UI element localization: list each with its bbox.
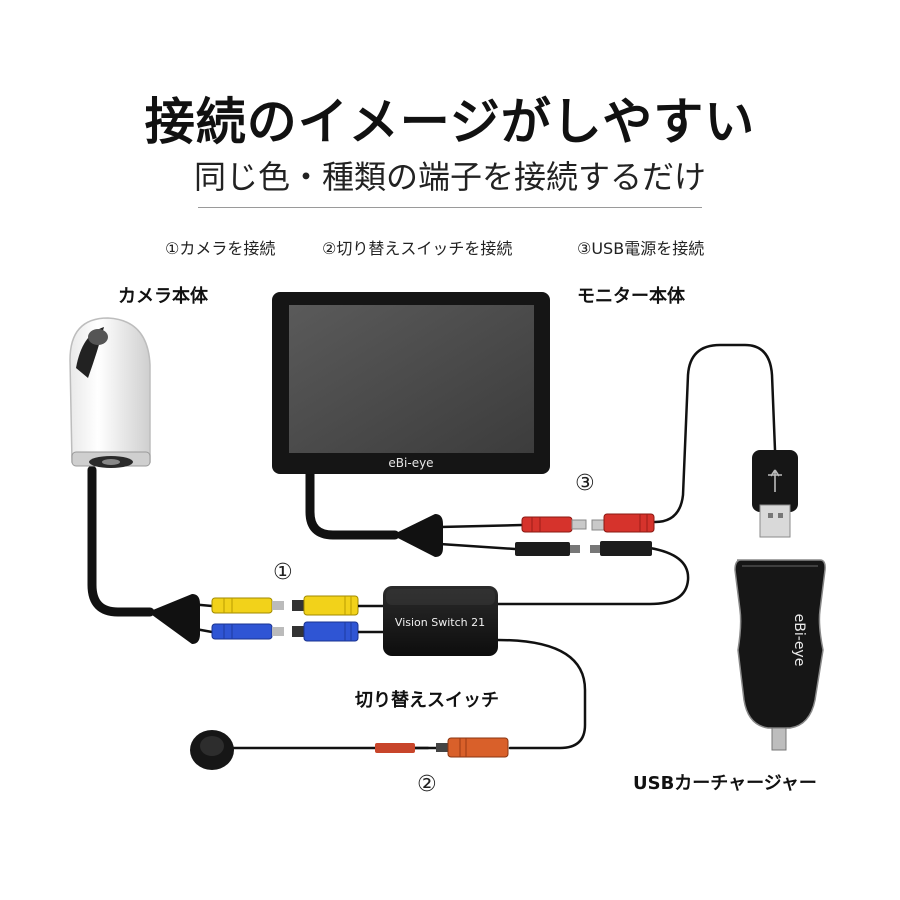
divider <box>198 207 702 208</box>
orange-plug <box>436 737 509 758</box>
usb-charger-label: USBカーチャージャー <box>633 773 817 794</box>
switch-monitor-cable <box>496 546 690 606</box>
camera-splitter <box>148 594 200 644</box>
monitor-cable <box>305 465 400 540</box>
switch-label: 切り替えスイッチ <box>355 690 499 711</box>
camera-blue-lead <box>188 626 214 634</box>
button-small-plug <box>375 743 415 753</box>
monitor-black-lead <box>438 542 517 551</box>
step-3-label: ③USB電源を接続 <box>577 239 705 258</box>
switch-button-cable <box>496 638 587 750</box>
marker-2: ② <box>417 772 437 797</box>
red-plug-monitor <box>521 516 587 533</box>
red-plug-usb <box>591 513 655 533</box>
page-title: 接続のイメージがしやすい <box>144 93 756 151</box>
page-subtitle: 同じ色・種類の端子を接続するだけ <box>193 158 706 196</box>
step-2-label: ②切り替えスイッチを接続 <box>322 239 513 258</box>
blue-plug-switch <box>292 621 384 642</box>
marker-1: ① <box>273 560 293 585</box>
monitor-splitter <box>392 514 443 557</box>
camera-label: カメラ本体 <box>118 286 208 307</box>
charger-brand-text: eBi-eye <box>791 614 807 667</box>
camera-body <box>69 317 151 468</box>
usb-power-cable <box>653 343 777 524</box>
monitor-label: モニター本体 <box>577 286 685 307</box>
black-plug-monitor <box>515 542 580 556</box>
switch-box-text: Vision Switch 21 <box>395 616 485 629</box>
yellow-plug-switch <box>292 595 384 616</box>
usb-plug <box>752 450 798 538</box>
monitor-red-lead <box>438 523 524 529</box>
camera-cable <box>87 465 155 617</box>
monitor-body: eBi-eye <box>272 292 550 474</box>
marker-3: ③ <box>575 471 595 496</box>
step-1-label: ①カメラを接続 <box>165 239 276 258</box>
black-plug-switch <box>590 541 652 556</box>
usb-car-charger: eBi-eye <box>734 559 826 751</box>
blue-plug-camera <box>211 623 284 640</box>
yellow-plug-camera <box>211 597 284 614</box>
monitor-brand-text: eBi-eye <box>388 456 433 470</box>
button-remote <box>190 730 234 770</box>
camera-yellow-lead <box>188 602 214 608</box>
switch-box: Vision Switch 21 <box>383 586 498 656</box>
